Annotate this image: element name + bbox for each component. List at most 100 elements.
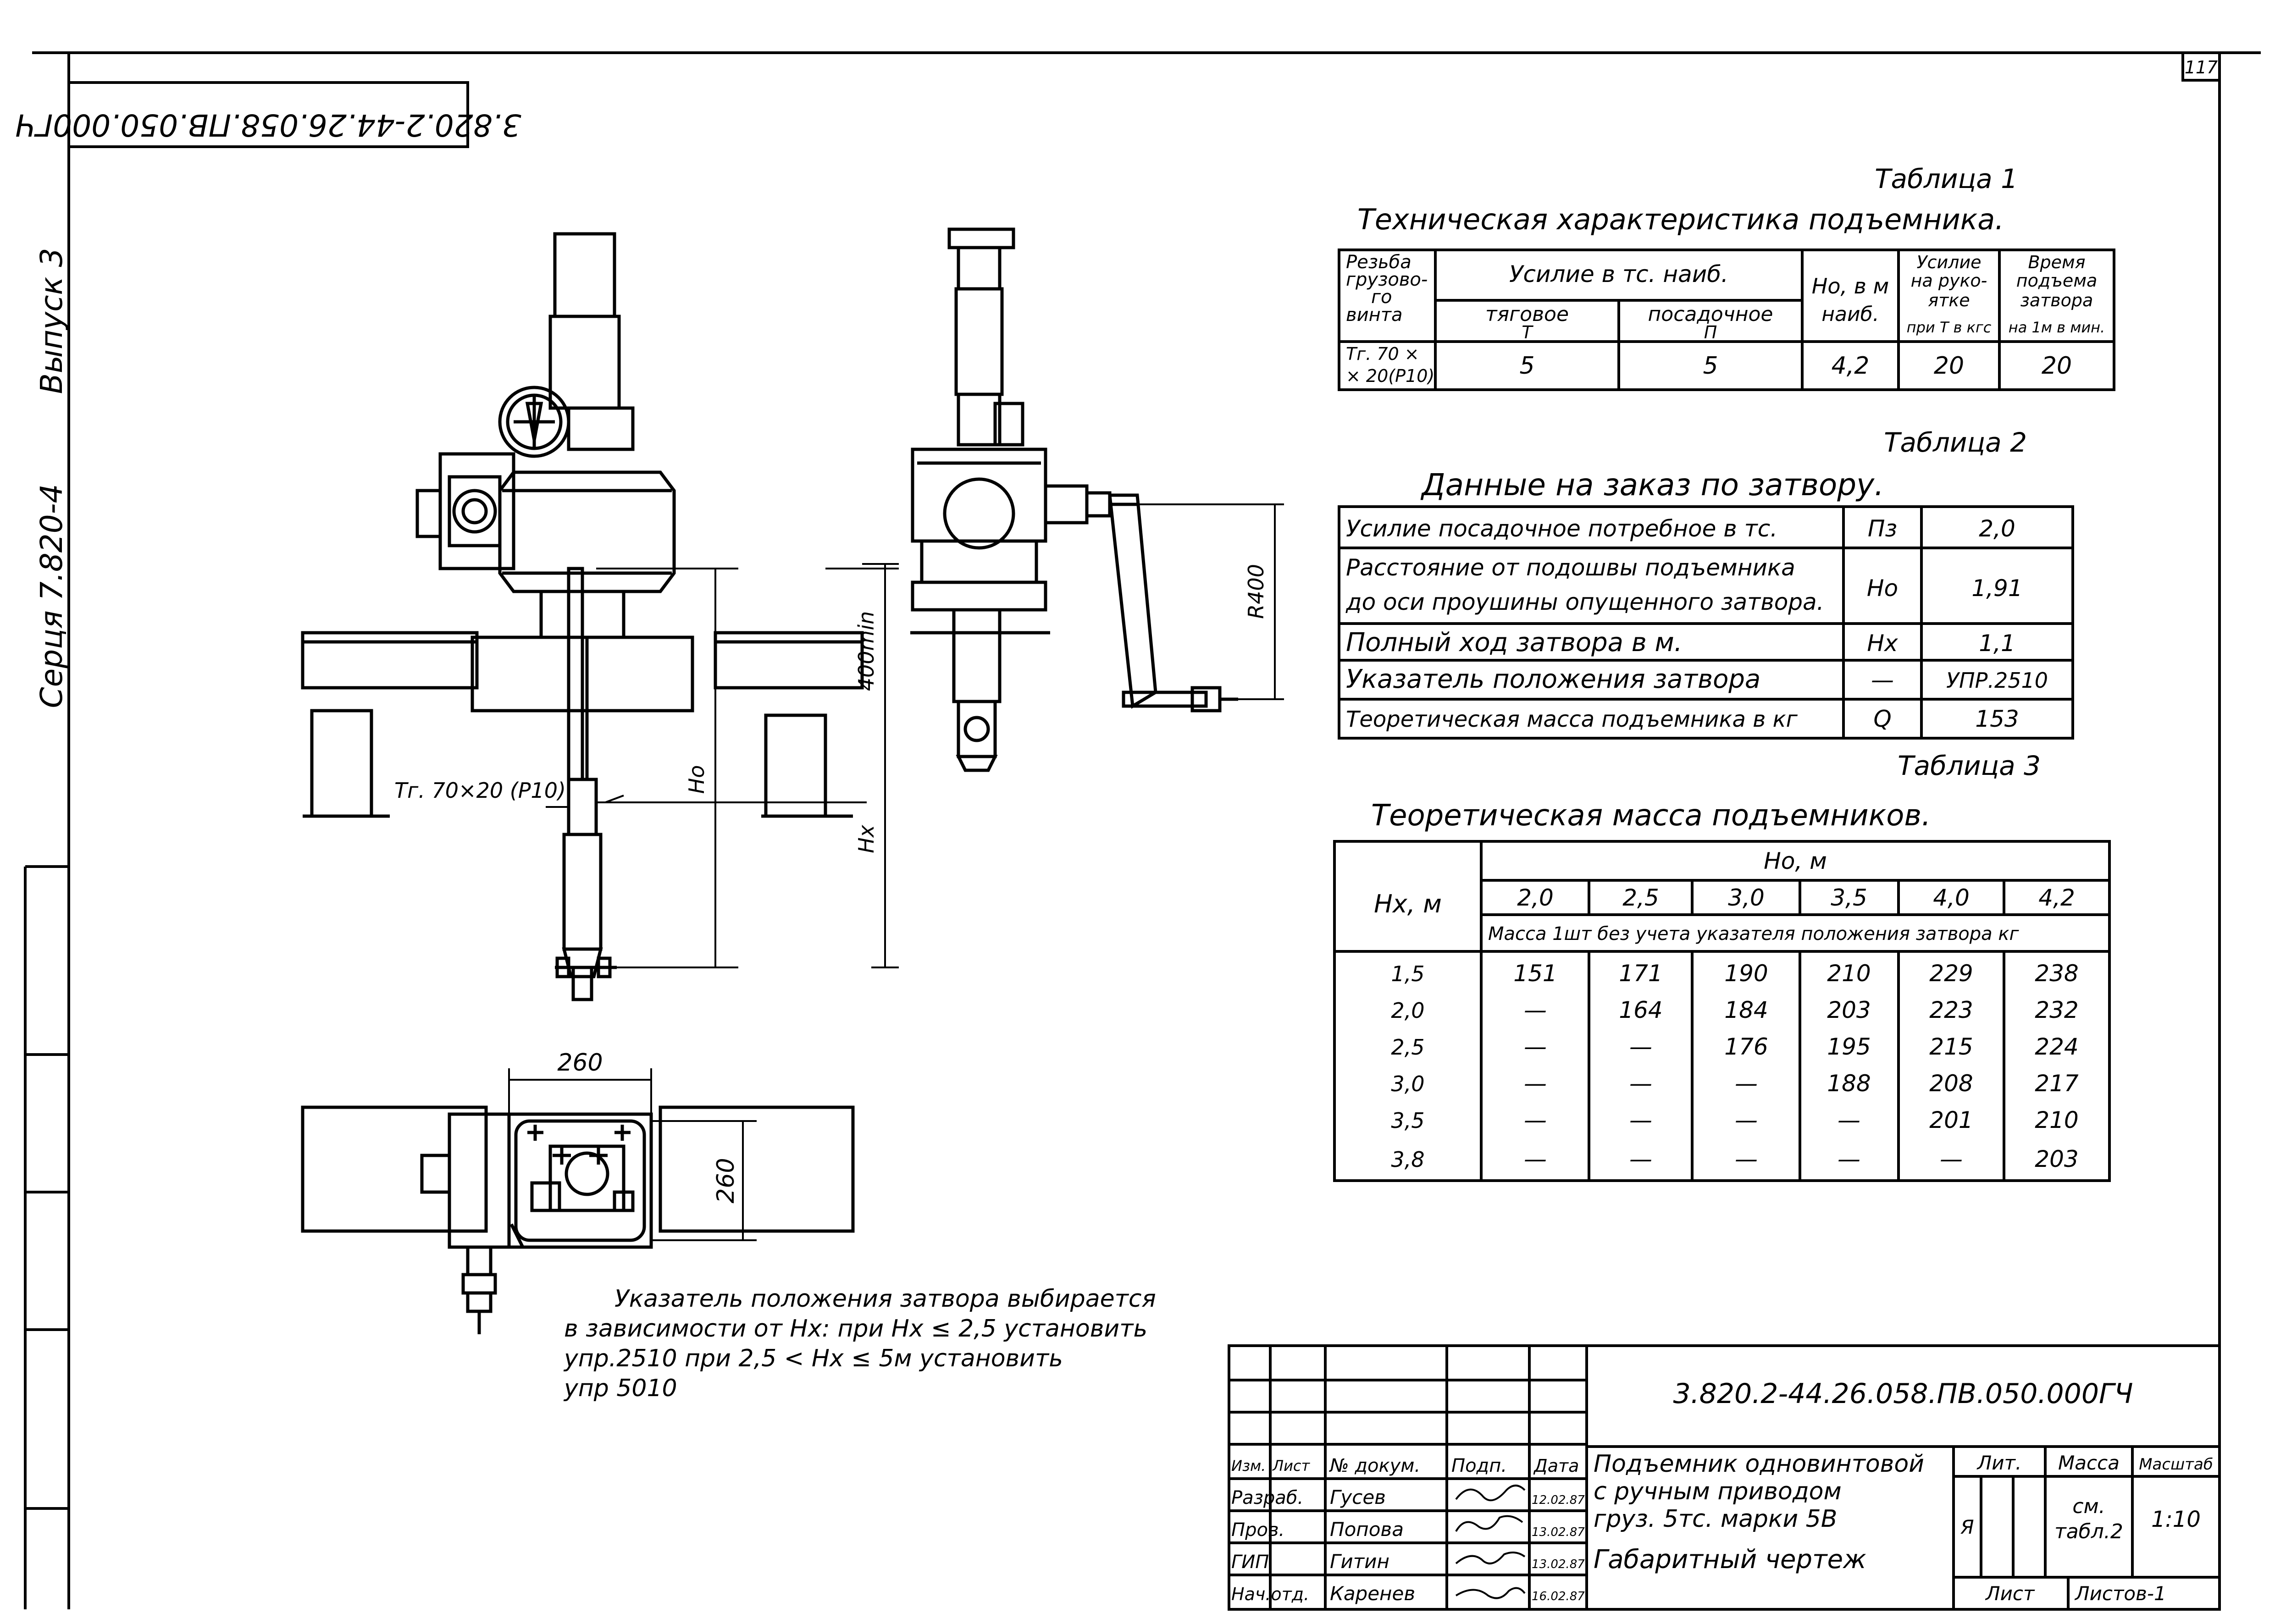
svg-text:20: 20 [1934, 352, 1964, 380]
lit-value: Я [1960, 1516, 1974, 1538]
svg-text:—: — [1838, 1107, 1860, 1133]
svg-text:—: — [1524, 997, 1547, 1023]
svg-text:—: — [1838, 1146, 1860, 1172]
svg-text:2,5: 2,5 [1622, 884, 1659, 911]
svg-text:Теоретическая масса подъемника: Теоретическая масса подъемника в кг [1346, 707, 1798, 732]
svg-text:Но, в м: Но, в м [1812, 274, 1889, 298]
svg-text:188: 188 [1827, 1070, 1871, 1097]
top-view-drawing [301, 1105, 855, 1334]
dim-r400: R400 [1244, 564, 1268, 619]
svg-text:5: 5 [1703, 352, 1718, 380]
svg-text:1,5: 1,5 [1391, 961, 1424, 986]
svg-text:13.02.87: 13.02.87 [1532, 1558, 1585, 1571]
table1-caption: Таблица 1 [1875, 163, 2018, 194]
svg-text:—: — [1735, 1070, 1758, 1097]
svg-text:Q: Q [1873, 706, 1891, 732]
note-line-1: Указатель положения затвора выбирается [614, 1285, 1156, 1313]
svg-text:на 1м в мин.: на 1м в мин. [2009, 319, 2105, 336]
svg-text:2,0: 2,0 [1979, 515, 2015, 542]
sheet-number: 117 [2185, 57, 2218, 77]
svg-text:12.02.87: 12.02.87 [1532, 1493, 1585, 1507]
svg-text:2,5: 2,5 [1391, 1035, 1424, 1060]
svg-text:Нач.отд.: Нач.отд. [1231, 1584, 1309, 1604]
svg-text:ГИП: ГИП [1231, 1552, 1269, 1573]
svg-text:210: 210 [1827, 960, 1871, 987]
dim-260-width: 260 [557, 1049, 603, 1077]
svg-text:Тг. 70 ×: Тг. 70 × [1346, 344, 1419, 364]
note: Указатель положения затвора выбирается в… [563, 1285, 1156, 1402]
svg-text:223: 223 [1929, 997, 1973, 1023]
table-row: 3,5 — — — — 201 210 [1391, 1107, 2078, 1133]
svg-text:наиб.: наиб. [1821, 303, 1879, 326]
svg-text:Дата: Дата [1533, 1456, 1579, 1476]
svg-text:Расстояние от подошвы подъемни: Расстояние от подошвы подъемника [1346, 554, 1795, 581]
svg-text:Но: Но [1867, 575, 1898, 602]
top-view-dimensions [508, 1068, 757, 1241]
rotated-code-box [67, 81, 469, 148]
svg-text:Время: Время [2028, 252, 2085, 272]
svg-text:—: — [1629, 1033, 1652, 1060]
svg-text:ятке: ятке [1928, 290, 1970, 310]
svg-text:Усилие в тс. наиб.: Усилие в тс. наиб. [1509, 261, 1728, 287]
svg-text:224: 224 [2035, 1033, 2078, 1060]
side-view-dimensions [1137, 503, 1284, 700]
svg-text:Указатель положения затвора: Указатель положения затвора [1346, 664, 1760, 694]
svg-text:—: — [1524, 1070, 1547, 1097]
svg-text:—: — [1735, 1107, 1758, 1133]
svg-text:4,2: 4,2 [1832, 352, 1870, 380]
svg-text:Пров.: Пров. [1231, 1519, 1284, 1541]
svg-text:3,0: 3,0 [1391, 1072, 1424, 1096]
mass-value-1: см. [2072, 1495, 2105, 1518]
rotated-sheet-code: 3.820.2-44.26.058.ПВ.050.000ГЧ [15, 107, 521, 143]
svg-text:тяговое: тяговое [1485, 303, 1569, 326]
table2-caption: Таблица 2 [1884, 427, 2027, 458]
svg-text:затвора: затвора [2020, 290, 2093, 310]
sheet-number-box [2181, 51, 2221, 82]
svg-text:2,0: 2,0 [1391, 998, 1424, 1023]
drawing-name-line-3: груз. 5тс. марки 5В [1594, 1505, 1837, 1533]
drawing-name-line-1: Подъемник одновинтовой [1594, 1450, 1924, 1478]
svg-text:—: — [1629, 1070, 1652, 1097]
svg-text:190: 190 [1724, 960, 1768, 987]
svg-text:3,5: 3,5 [1391, 1108, 1424, 1133]
table3-header: Нх, м Но, м 2,0 2,5 3,0 3,5 4,0 4,2 Масс… [1374, 848, 2075, 945]
thread-label: Тг. 70×20 (Р10) [394, 778, 566, 803]
svg-text:—: — [1871, 667, 1894, 693]
mass-value-2: табл.2 [2054, 1520, 2123, 1543]
svg-text:1,91: 1,91 [1971, 575, 2022, 602]
table3-grid [1333, 840, 2111, 1182]
svg-text:4,2: 4,2 [2038, 884, 2075, 911]
table1-header: Резьба грузово- го винта Усилие в тс. на… [1346, 252, 2105, 342]
svg-text:203: 203 [1827, 997, 1871, 1023]
svg-text:Нх: Нх [1867, 630, 1898, 657]
svg-text:—: — [1629, 1146, 1652, 1172]
note-line-4: упр 5010 [563, 1375, 677, 1402]
svg-text:—: — [1735, 1146, 1758, 1172]
svg-text:до оси проушины опущенного зат: до оси проушины опущенного затвора. [1345, 589, 1824, 615]
svg-text:3,0: 3,0 [1728, 884, 1765, 911]
svg-text:Каренев: Каренев [1330, 1582, 1415, 1605]
svg-text:Усилие: Усилие [1916, 252, 1981, 272]
svg-text:Разраб.: Разраб. [1231, 1487, 1303, 1508]
table3-title: Теоретическая масса подъемников. [1371, 799, 1931, 833]
svg-text:Но, м: Но, м [1764, 848, 1827, 874]
svg-text:П: П [1704, 322, 1717, 342]
dim-400min: 400min [854, 611, 879, 691]
svg-text:—: — [1940, 1146, 1963, 1172]
dim-260-height: 260 [712, 1158, 740, 1203]
svg-text:винта: винта [1346, 304, 1403, 326]
sheets-label: Листов-1 [2074, 1582, 2166, 1605]
svg-text:3,8: 3,8 [1391, 1147, 1424, 1172]
table2-title: Данные на заказ по затвору. [1420, 467, 1884, 503]
front-view-drawing [301, 232, 864, 1001]
svg-text:203: 203 [2035, 1146, 2078, 1172]
scale-value: 1:10 [2151, 1507, 2201, 1532]
title-block: 3.820.2-44.26.058.ПВ.050.000ГЧ Подъемник… [1231, 1378, 2213, 1605]
svg-text:—: — [1524, 1033, 1547, 1060]
svg-text:Подп.: Подп. [1451, 1455, 1507, 1476]
note-line-3: упр.2510 при 2,5 < Нх ≤ 5м установить [563, 1345, 1063, 1372]
dim-hx: Нх [854, 824, 879, 853]
svg-text:грузово-: грузово- [1346, 269, 1428, 290]
svg-text:Пз: Пз [1868, 515, 1897, 542]
svg-text:Лист: Лист [1272, 1457, 1310, 1475]
